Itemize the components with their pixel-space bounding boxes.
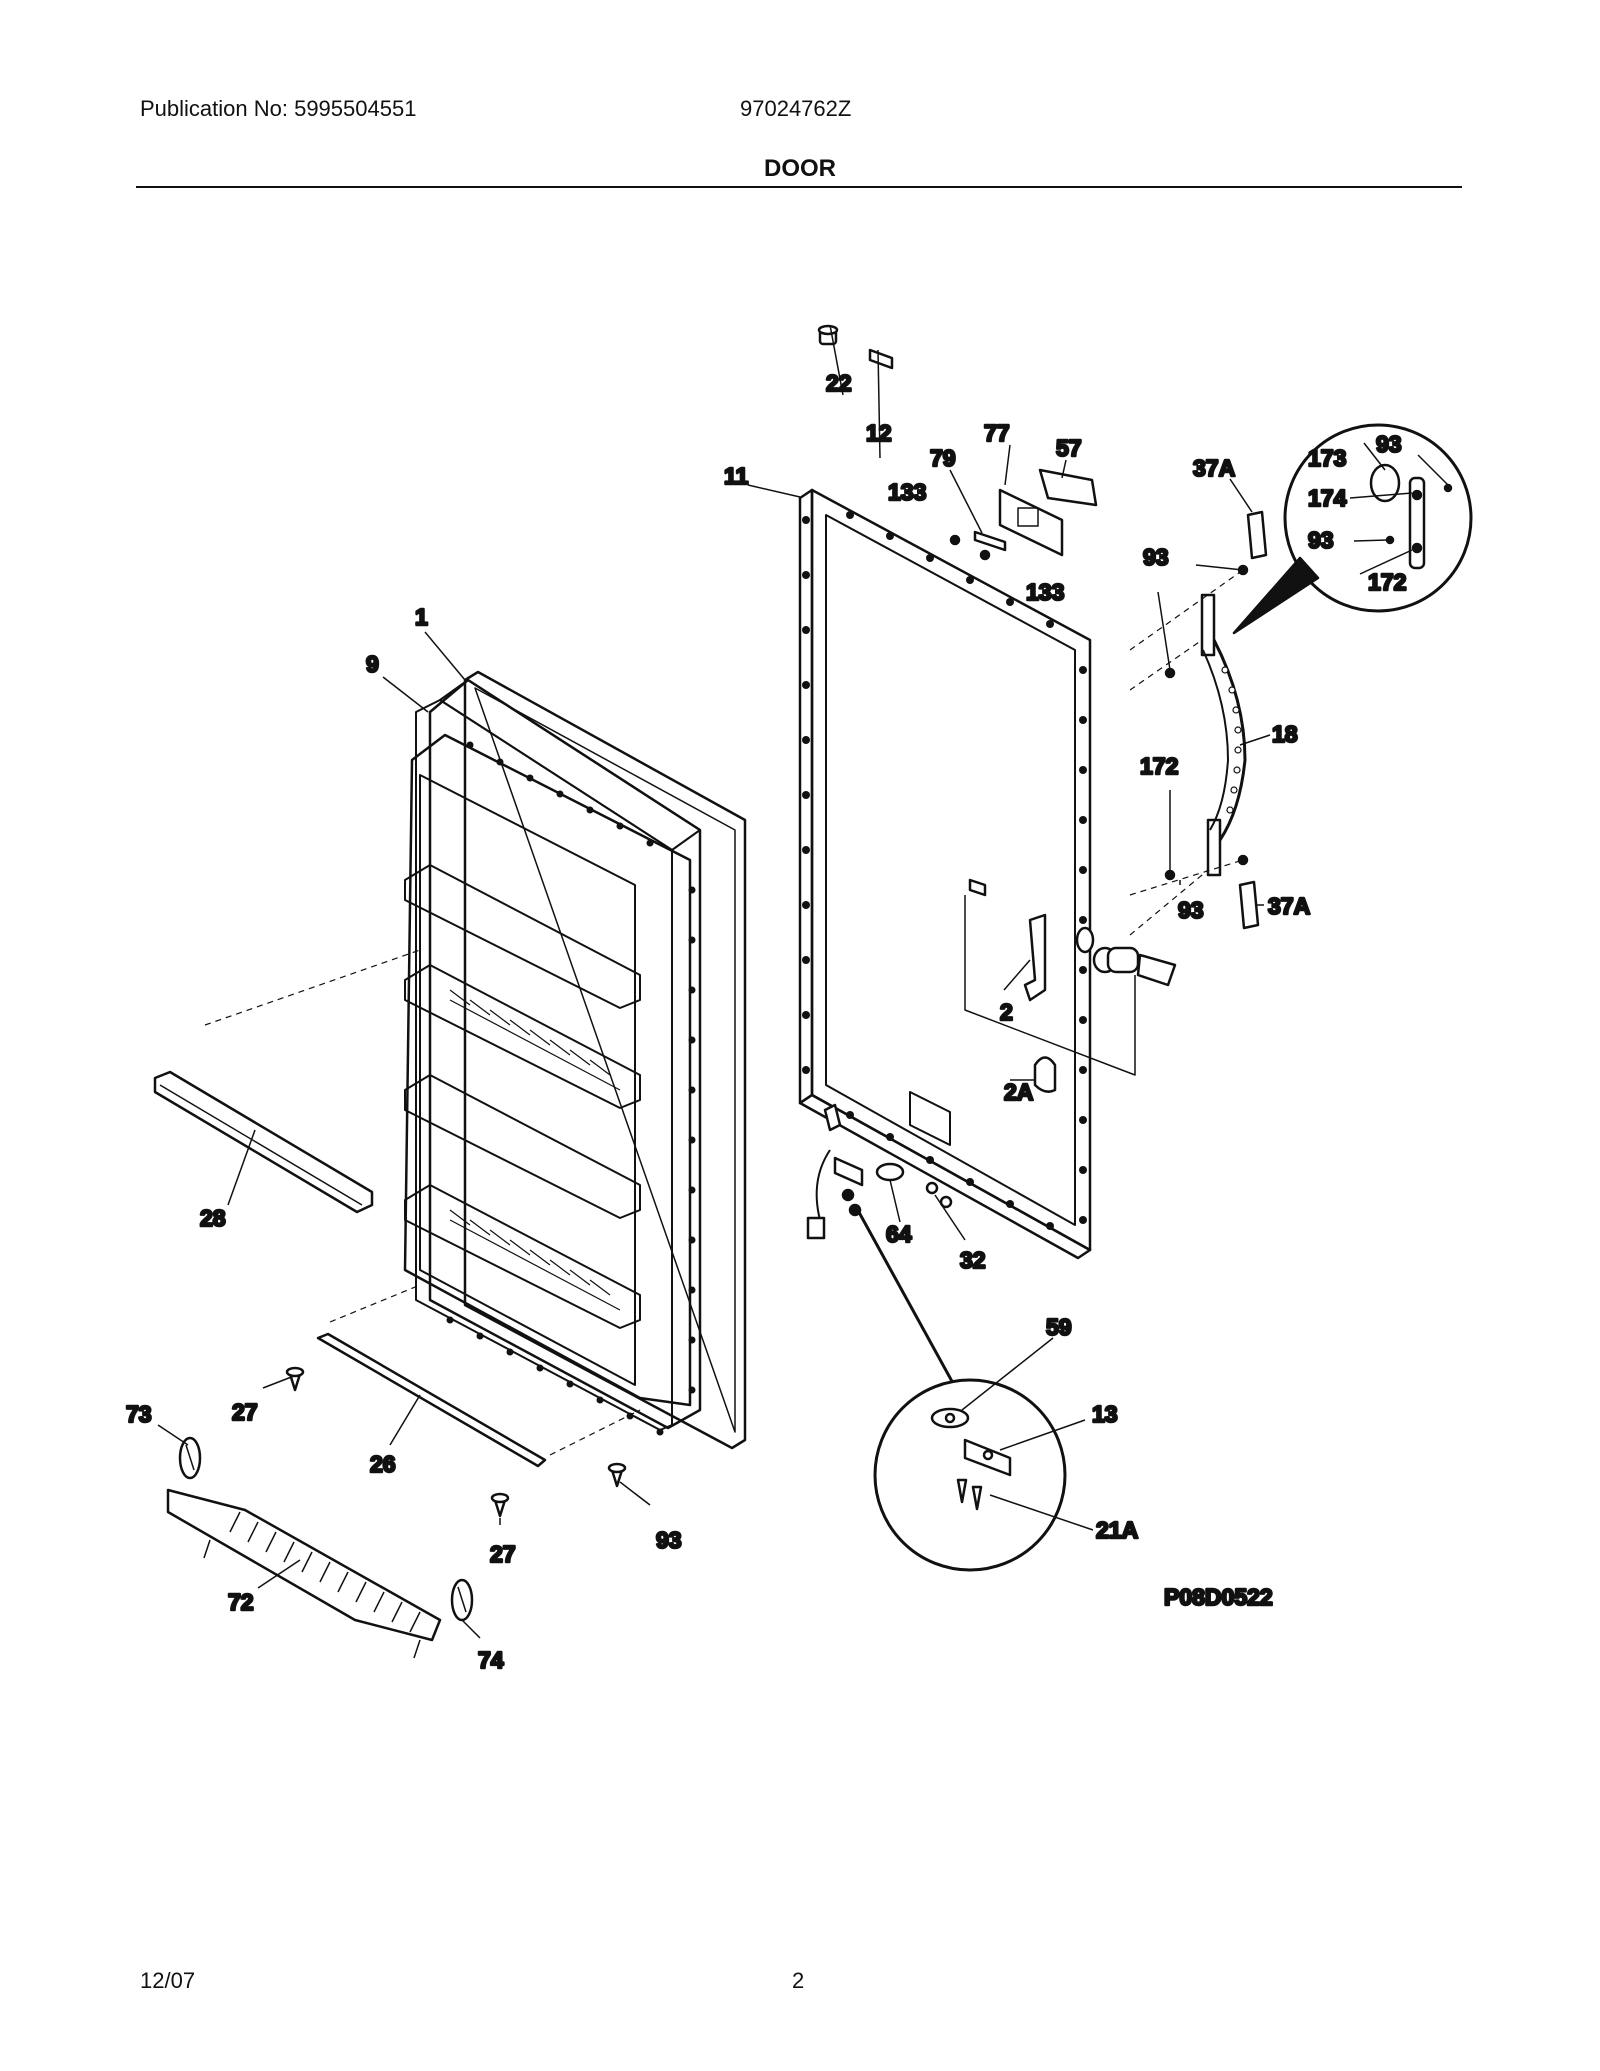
callout-2a: 2A	[1004, 1079, 1033, 1105]
bracket-lines-2	[964, 895, 1136, 1076]
door-handle-18	[1129, 564, 1249, 936]
end-cap-74	[450, 1578, 474, 1622]
callout-labels: 22 12 77 57 79 11 133 133 37A 93 173 174…	[125, 369, 1408, 1675]
lock-bracket	[968, 878, 1047, 1002]
callout-9: 9	[366, 651, 379, 677]
outer-door-panel	[798, 488, 1092, 1260]
end-cap-73	[178, 1436, 202, 1480]
callout-172-bubble: 172	[1368, 569, 1406, 595]
callout-27-lower: 27	[490, 1541, 516, 1567]
callout-133-upper: 133	[888, 479, 926, 505]
footer-date: 12/07	[140, 1968, 196, 1993]
callout-2: 2	[1000, 999, 1013, 1025]
liner-front-face	[403, 733, 696, 1436]
callout-93-bubble: 93	[1376, 431, 1402, 457]
housing-77	[998, 488, 1064, 557]
shelf-rail-28	[153, 949, 421, 1214]
callout-37a-low: 37A	[1268, 893, 1310, 919]
footer-page-number: 2	[792, 1968, 805, 1993]
screw-27-upper	[285, 1366, 305, 1392]
end-cap-37a-top	[1246, 510, 1268, 560]
handle-detail-bubble	[1232, 423, 1473, 635]
screw-133-lower	[979, 549, 991, 561]
header-rule	[136, 186, 1462, 188]
callout-1: 1	[415, 604, 428, 630]
cover-57	[1038, 468, 1098, 507]
screw-27-lower	[490, 1492, 510, 1518]
screw-133-upper	[949, 534, 961, 546]
callout-28: 28	[200, 1205, 226, 1231]
callout-73: 73	[126, 1401, 152, 1427]
callout-12: 12	[866, 420, 892, 446]
leader-lines	[157, 324, 1449, 1639]
callout-27-upper: 27	[232, 1399, 258, 1425]
callout-93-low: 93	[1178, 897, 1204, 923]
callout-173: 173	[1308, 445, 1346, 471]
plate-79	[973, 530, 1007, 552]
callout-59: 59	[1046, 1314, 1072, 1340]
publication-number: Publication No: 5995504551	[140, 96, 417, 121]
callout-72: 72	[228, 1589, 254, 1615]
lock-cylinder	[1075, 926, 1177, 987]
page-title: DOOR	[764, 155, 836, 182]
bracket-12	[868, 348, 894, 370]
callout-93-left: 93	[1143, 544, 1169, 570]
callout-64: 64	[886, 1221, 912, 1247]
callout-133-lower: 133	[1026, 579, 1064, 605]
lock-strike-2a	[1033, 1056, 1057, 1093]
callout-172: 172	[1140, 753, 1178, 779]
screw-93-bottom	[607, 1462, 627, 1488]
callout-11: 11	[724, 463, 749, 489]
callout-93-bottom: 93	[656, 1527, 682, 1553]
callout-18: 18	[1272, 721, 1298, 747]
callout-74: 74	[478, 1647, 504, 1673]
callout-32: 32	[960, 1247, 986, 1273]
callout-26: 26	[370, 1451, 396, 1477]
kickplate-grille-72	[166, 1488, 442, 1659]
callout-93-bubble-mid: 93	[1308, 527, 1334, 553]
bottom-hinge-assembly	[806, 1103, 967, 1406]
callout-13: 13	[1092, 1401, 1118, 1427]
figure-code: P08D0522	[1164, 1584, 1273, 1610]
trim-strip-26	[316, 1284, 641, 1468]
callout-37a-top: 37A	[1193, 455, 1235, 481]
callout-77: 77	[984, 420, 1010, 446]
callout-79: 79	[930, 445, 956, 471]
model-number: 97024762Z	[740, 96, 852, 121]
callout-21a: 21A	[1096, 1517, 1138, 1543]
hinge-detail-bubble	[873, 1378, 1067, 1572]
callout-57: 57	[1056, 435, 1082, 461]
inner-door-liner	[415, 678, 702, 1431]
end-cap-37a-low	[1238, 880, 1260, 930]
door-gasket	[463, 670, 747, 1450]
plug-22	[817, 324, 839, 346]
callout-174: 174	[1308, 485, 1347, 511]
callout-22: 22	[826, 370, 852, 396]
